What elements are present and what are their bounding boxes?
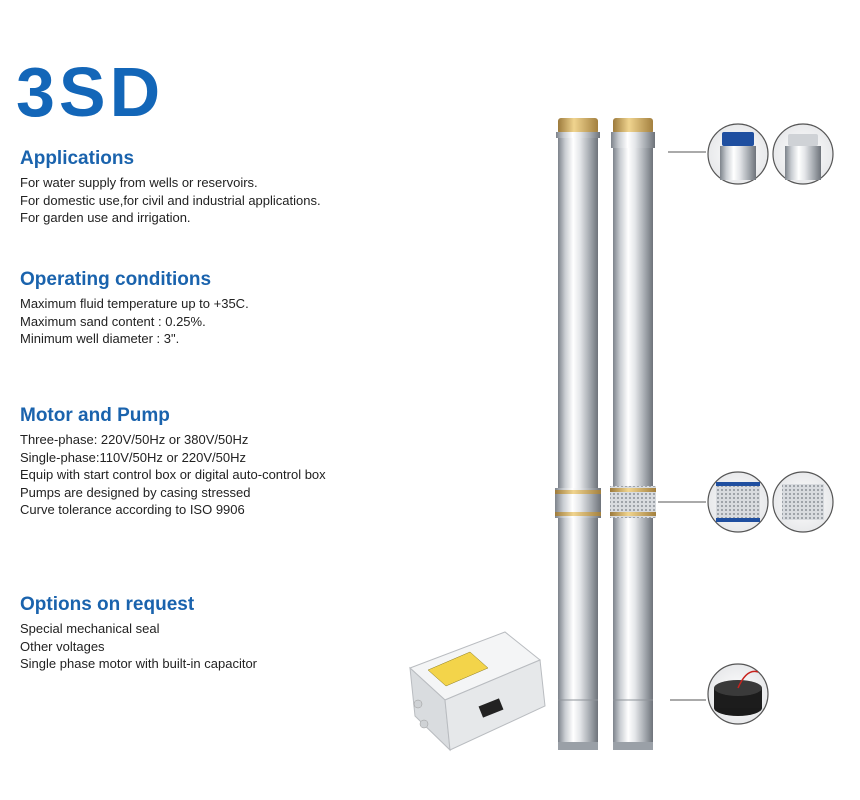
section-line: Equip with start control box or digital … [20,467,326,482]
pump-right-picture [610,118,656,750]
section-heading: Operating conditions [20,269,212,290]
intake-detail-pictures [707,471,834,533]
section-line: Maximum sand content : 0.25%. [20,313,206,329]
section-heading: Options on request [20,594,195,615]
section-heading: Applications [20,148,135,169]
outlet-detail-pictures [707,123,834,185]
capacitor-detail-picture [707,663,769,725]
section-applications: Applications For water supply from wells… [20,148,420,227]
section-line: Single phase motor with built-in capacit… [20,656,258,671]
section-line: Minimum well diameter : 3". [20,331,180,346]
section-options-on-request: Options on request Special mechanical se… [20,594,420,673]
section-line: Single-phase:110V/50Hz or 220V/50Hz [20,449,246,465]
section-heading: Motor and Pump [20,405,170,426]
section-line: Pumps are designed by casing stressed [20,484,251,500]
section-line: Special mechanical seal [20,621,160,636]
section-operating-conditions: Operating conditions Maximum fluid tempe… [20,269,420,348]
product-title: 3SD [16,53,165,131]
section-line: For garden use and irrigation. [20,210,191,225]
section-line: For domestic use,for civil and industria… [20,192,321,208]
section-line: Three-phase: 220V/50Hz or 380V/50Hz [20,432,249,447]
section-line: Maximum fluid temperature up to +35C. [20,296,249,311]
section-motor-and-pump: Motor and Pump Three-phase: 220V/50Hz or… [20,405,420,519]
section-line: For water supply from wells or reservoir… [20,175,258,190]
control-box-picture [409,631,546,752]
pump-left-picture [555,118,601,750]
section-line: Curve tolerance according to ISO 9906 [20,502,245,517]
section-line: Other voltages [20,638,105,654]
